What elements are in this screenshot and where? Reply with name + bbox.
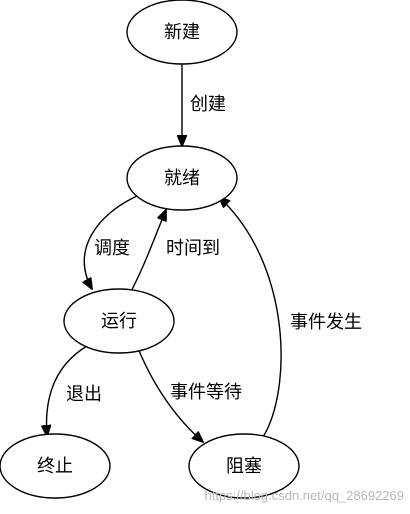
edge-blocked-to-ready	[219, 197, 282, 438]
edge-label-wait-event: 事件等待	[170, 382, 242, 403]
edge-label-dispatch: 调度	[94, 238, 130, 259]
edge-label-create: 创建	[190, 94, 226, 115]
state-new-label: 新建	[164, 22, 200, 43]
edge-running-to-ready	[127, 210, 166, 298]
edge-label-event-occurs: 事件发生	[290, 312, 362, 333]
edge-ready-to-running	[84, 195, 138, 289]
state-ready: 就绪	[126, 145, 238, 211]
state-blocked: 阻塞	[188, 433, 300, 499]
state-terminated-label: 终止	[37, 456, 73, 477]
state-terminated: 终止	[0, 433, 111, 499]
state-running: 运行	[63, 288, 175, 354]
edge-label-timeout: 时间到	[166, 238, 220, 259]
watermark: https://blog.csdn.net/qq_28692269	[205, 488, 405, 503]
edge-running-to-terminated	[46, 345, 88, 436]
edge-running-to-blocked	[136, 345, 203, 442]
edge-label-exit: 退出	[66, 384, 102, 405]
state-blocked-label: 阻塞	[226, 456, 262, 477]
state-new: 新建	[126, 0, 238, 65]
state-ready-label: 就绪	[164, 168, 200, 189]
state-running-label: 运行	[101, 311, 137, 332]
